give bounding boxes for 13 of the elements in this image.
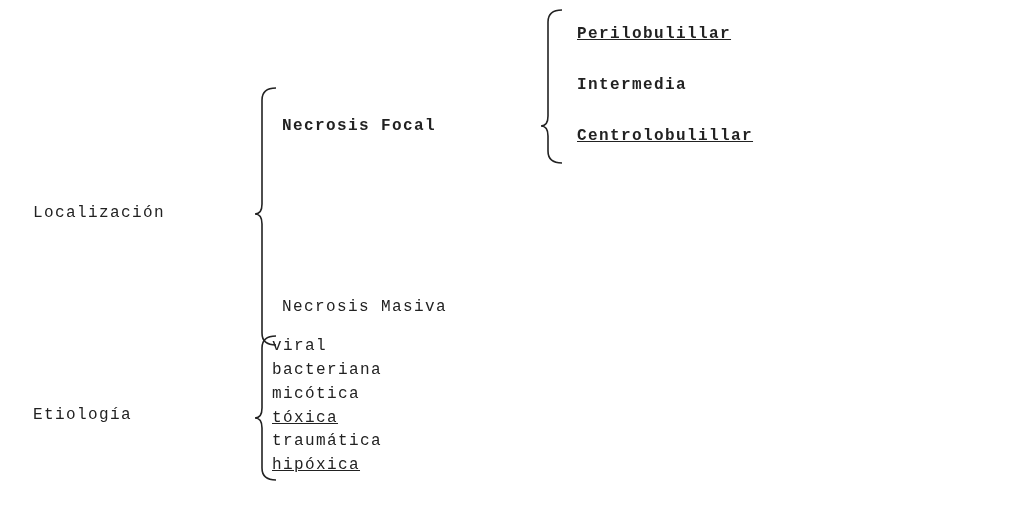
- category-label: viral: [272, 336, 327, 356]
- category-label: bacteriana: [272, 360, 382, 380]
- category-label: Etiología: [33, 405, 132, 425]
- category-label: micótica: [272, 384, 360, 404]
- category-label: hipóxica: [272, 455, 360, 475]
- category-label: Necrosis Masiva: [282, 297, 448, 317]
- category-label: traumática: [272, 431, 382, 451]
- category-label: Intermedia: [577, 75, 687, 95]
- category-label: Localización: [33, 203, 166, 223]
- category-label: Centrolobulillar: [577, 126, 754, 146]
- category-label: Necrosis Focal: [282, 116, 437, 136]
- category-label: tóxica: [272, 408, 338, 428]
- category-label: Perilobulillar: [577, 24, 732, 44]
